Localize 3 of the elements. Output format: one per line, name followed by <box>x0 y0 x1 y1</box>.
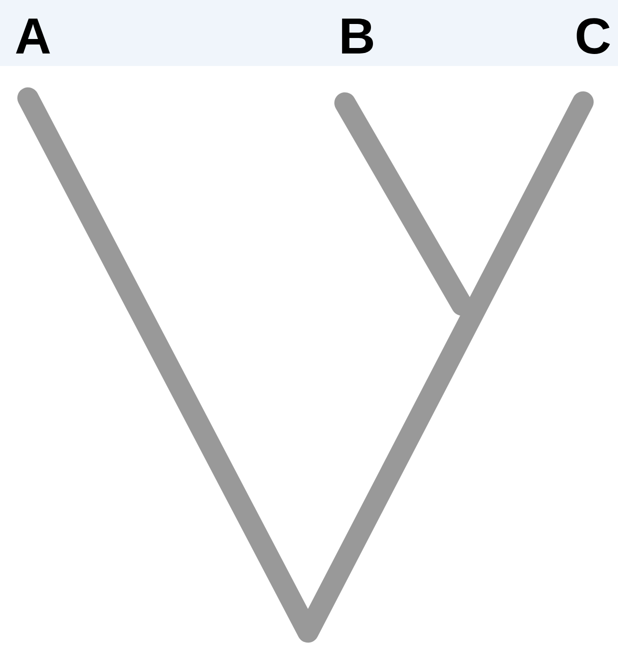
taxon-label: B <box>342 18 373 54</box>
taxon-label: C <box>576 18 610 54</box>
taxon-label: A <box>16 18 50 54</box>
